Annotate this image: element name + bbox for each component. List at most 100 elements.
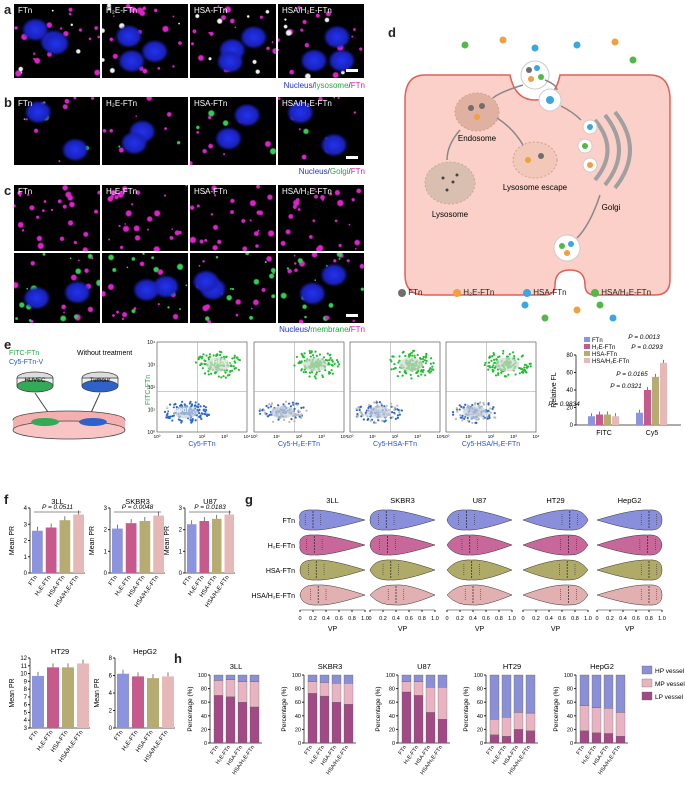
flow-event-huvec <box>484 361 487 365</box>
y-tick-label: 80 <box>295 687 301 693</box>
flow-event-tumour <box>293 403 296 406</box>
flow-event-tumour <box>189 418 192 422</box>
micrograph-label: H₂E-FTn <box>106 6 138 15</box>
stacked-segment-mp <box>343 683 354 705</box>
y-tick-label: 0 <box>392 741 395 747</box>
flow-xtick: 10⁴ <box>437 434 444 439</box>
flow-density-huvec <box>206 357 231 372</box>
flow-event-tumour <box>194 401 197 404</box>
flow-event-tumour <box>471 421 474 425</box>
flow-event-huvec <box>309 355 312 358</box>
stacked-segment-mp <box>603 708 614 734</box>
y-tick-label: 4 <box>24 506 28 512</box>
flow-ytick: 10¹ <box>148 408 156 414</box>
legend-swatch <box>584 358 590 363</box>
endosome <box>454 92 500 132</box>
flow-event-tumour <box>197 403 200 406</box>
flow-event-huvec <box>330 359 334 362</box>
stacked-segment-lp <box>425 712 436 744</box>
flow-event-huvec <box>311 354 315 357</box>
violin <box>596 559 663 581</box>
flow-event-huvec <box>410 351 413 354</box>
flow-xtick: 10⁴ <box>244 434 251 439</box>
flow-event-tumour <box>394 406 397 409</box>
bar <box>112 528 123 573</box>
flow-xtick: 10⁰ <box>154 434 161 439</box>
flow-event-huvec <box>331 372 334 375</box>
x-tick-label: 1.0 <box>431 616 439 622</box>
flow-event-huvec <box>396 374 399 378</box>
endosome-label: Endosome <box>458 134 497 143</box>
flow-event-huvec <box>208 355 211 359</box>
flow-event-tumour <box>359 405 363 408</box>
flow-event-huvec <box>500 371 503 375</box>
flow-event-tumour <box>374 421 377 424</box>
x-tick-label: FTn <box>29 730 40 742</box>
chart-title: 3LL <box>230 662 243 671</box>
flow-event-tumour <box>461 419 464 422</box>
flow-tumour-label: Tumour <box>165 407 190 414</box>
chart-title: SKBR3 <box>125 497 150 506</box>
flow-event-huvec <box>230 364 233 368</box>
x-tick-label: 1.0 <box>508 616 516 622</box>
stacked-segment-hp <box>501 674 512 718</box>
stacked-segment-lp <box>579 730 590 744</box>
y-tick-label: 100 <box>474 673 483 679</box>
flow-event-huvec <box>213 371 216 374</box>
flow-xlabel: Cy5-HSA-FTn <box>373 441 417 448</box>
flow-event-huvec <box>337 363 341 366</box>
flow-event-huvec <box>491 368 494 371</box>
flow-event-tumour <box>377 419 380 422</box>
stacked-segment-lp <box>603 733 614 744</box>
flow-event-huvec <box>336 360 340 364</box>
bar <box>652 376 659 425</box>
flow-event-huvec <box>429 367 432 370</box>
flow-event-tumour <box>183 403 187 406</box>
y-tick-label: 20 <box>201 727 207 733</box>
stacked-segment-lp <box>437 719 448 744</box>
flow-event-huvec <box>398 355 401 358</box>
flow-event-huvec <box>432 368 435 371</box>
flow-event-tumour <box>486 415 489 418</box>
flow-event-huvec <box>419 370 423 373</box>
flow-event-huvec <box>233 356 236 359</box>
flow-event-huvec <box>308 349 311 353</box>
lysosome-escape <box>512 141 558 179</box>
x-axis-label: VP <box>551 626 561 633</box>
flow-event-huvec <box>210 372 213 375</box>
flow-event-huvec <box>421 370 424 373</box>
flow-event-huvec <box>298 360 301 363</box>
flow-event-huvec <box>301 355 305 358</box>
violin <box>446 584 513 606</box>
svg-text:Tumour: Tumour <box>90 378 110 384</box>
chart-title: HT29 <box>503 662 521 671</box>
y-tick-label: 9 <box>24 679 28 685</box>
flow-event-huvec <box>417 374 420 378</box>
flow-event-huvec <box>497 373 500 376</box>
x-axis-label: VP <box>398 626 408 633</box>
y-tick-label: 7 <box>24 695 28 701</box>
flow-xtick: 10⁰ <box>443 434 450 439</box>
flow-xtick: 10² <box>296 434 303 439</box>
flow-event-tumour <box>373 401 376 404</box>
flow-event-huvec <box>487 365 490 368</box>
stacked-segment-mp <box>237 681 248 703</box>
flow-event-huvec <box>203 362 206 365</box>
caption-b: Nucleus/Golgi/FTn <box>298 167 365 176</box>
flow-density-huvec <box>399 357 424 372</box>
bar <box>45 527 57 573</box>
violin <box>299 509 366 531</box>
flow-event-huvec <box>497 372 500 375</box>
flow-event-tumour <box>368 403 371 407</box>
flow-event-huvec <box>297 362 300 365</box>
bar <box>224 514 234 573</box>
flow-event-tumour <box>288 402 291 405</box>
flow-event-huvec <box>308 351 312 355</box>
flow-event-tumour <box>202 408 205 411</box>
violin <box>596 584 663 606</box>
legend-label: MP vessel <box>655 681 685 688</box>
y-tick-label: 20 <box>567 727 573 733</box>
flow-event-huvec <box>199 355 202 358</box>
y-axis-label: Percentage (%) <box>375 686 382 731</box>
bar <box>604 414 611 425</box>
